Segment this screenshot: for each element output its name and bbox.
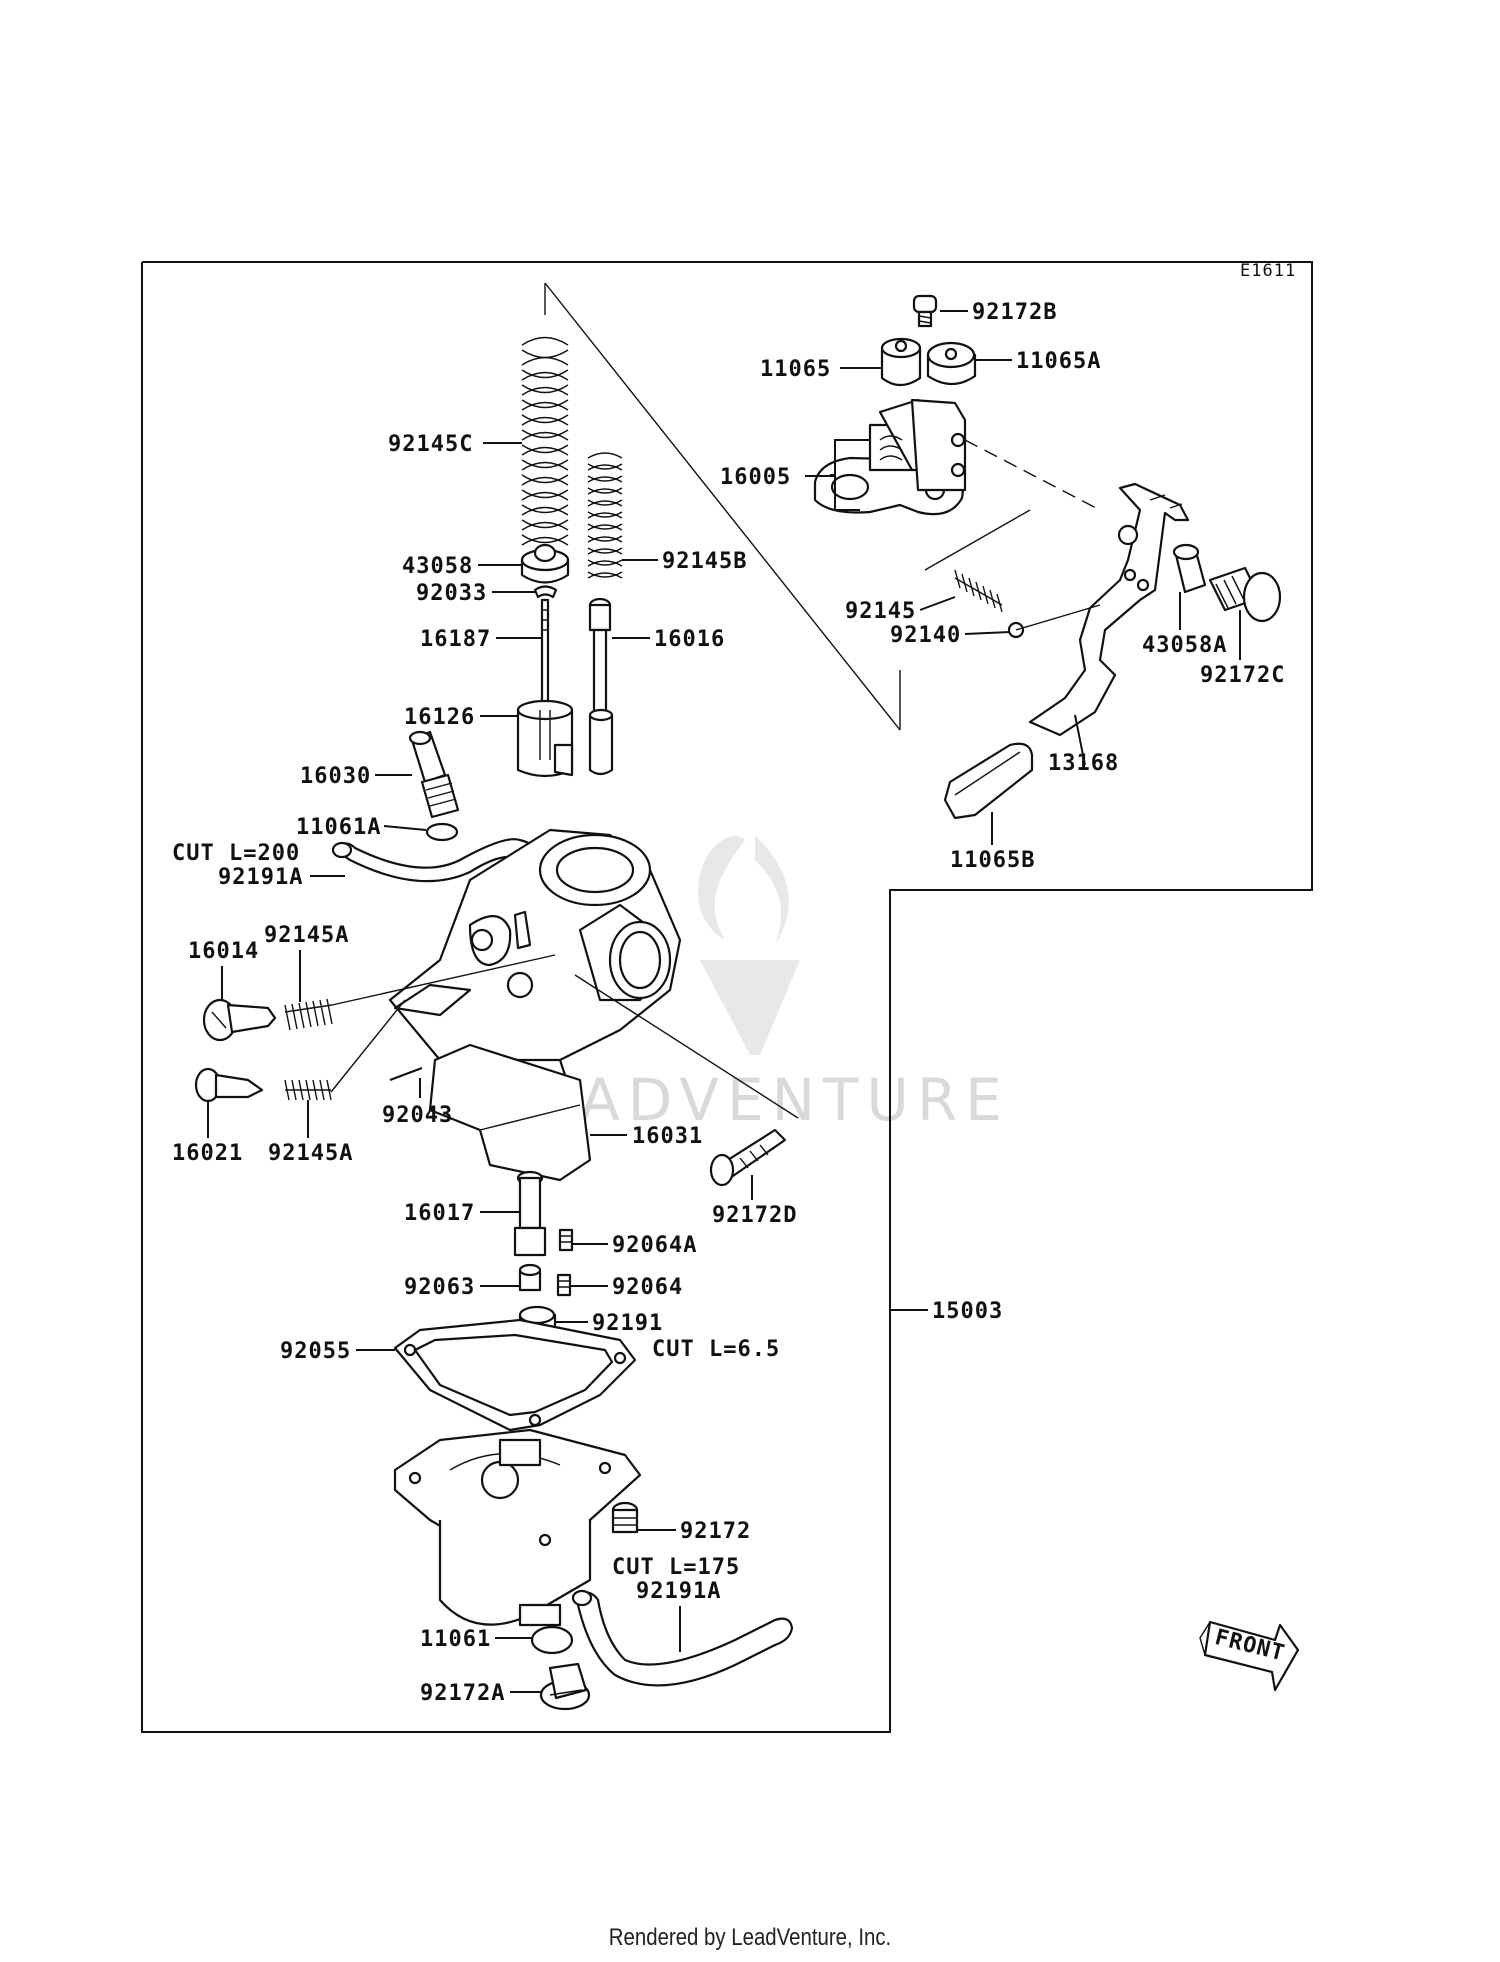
diagram-code: E1611 bbox=[1240, 261, 1296, 281]
label-43058A: 43058A bbox=[1142, 633, 1227, 658]
label-92172A: 92172A bbox=[420, 1681, 505, 1706]
spring-92145A-lower bbox=[284, 1079, 332, 1101]
label-92064A: 92064A bbox=[612, 1233, 697, 1258]
collar-43058A bbox=[1172, 543, 1207, 594]
hose-92191A-bottom bbox=[571, 1589, 794, 1687]
label-92191A-bottom: 92191A bbox=[636, 1579, 721, 1604]
float-chamber-16031 bbox=[428, 1043, 592, 1182]
label-92191: 92191 bbox=[592, 1311, 663, 1336]
label-13168: 13168 bbox=[1048, 751, 1119, 776]
label-16030: 16030 bbox=[300, 764, 371, 789]
label-16014: 16014 bbox=[188, 939, 259, 964]
label-92172: 92172 bbox=[680, 1519, 751, 1544]
label-92172D: 92172D bbox=[712, 1203, 797, 1228]
label-16021: 16021 bbox=[172, 1141, 243, 1166]
label-92145C: 92145C bbox=[388, 432, 473, 457]
screw-92172B bbox=[912, 294, 938, 328]
screw-92172D bbox=[709, 1128, 787, 1187]
label-15003: 15003 bbox=[932, 1299, 1003, 1324]
label-92033: 92033 bbox=[416, 581, 487, 606]
drain-screw-92172A bbox=[539, 1662, 591, 1711]
label-92145: 92145 bbox=[845, 599, 916, 624]
assembly-border bbox=[141, 261, 1313, 1733]
label-11065A: 11065A bbox=[1016, 349, 1101, 374]
label-92145B: 92145B bbox=[662, 549, 747, 574]
label-11061: 11061 bbox=[420, 1627, 491, 1652]
label-92172B: 92172B bbox=[972, 300, 1057, 325]
gasket-92055 bbox=[393, 1318, 637, 1432]
oring-11061 bbox=[530, 1625, 574, 1655]
needle-jet-16017 bbox=[513, 1170, 547, 1257]
separator-line bbox=[544, 282, 901, 731]
throttle-valve-16126 bbox=[516, 699, 574, 778]
label-92055: 92055 bbox=[280, 1339, 351, 1364]
spring-92145C bbox=[521, 336, 569, 546]
bolt-92172C bbox=[1208, 566, 1282, 623]
label-16126: 16126 bbox=[404, 705, 475, 730]
label-11065B: 11065B bbox=[950, 848, 1035, 873]
label-92145A-upper: 92145A bbox=[264, 923, 349, 948]
label-92145A-lower: 92145A bbox=[268, 1141, 353, 1166]
label-92172C: 92172C bbox=[1200, 663, 1285, 688]
spring-92145A-upper bbox=[284, 998, 333, 1031]
jet-92064A bbox=[558, 1228, 574, 1252]
nipple-16030 bbox=[408, 730, 460, 819]
float-bowl bbox=[393, 1428, 642, 1627]
label-92140: 92140 bbox=[890, 623, 961, 648]
throttle-stop-16021 bbox=[194, 1067, 264, 1103]
oring-11061A bbox=[425, 822, 459, 842]
label-92043: 92043 bbox=[382, 1103, 453, 1128]
needle-16187 bbox=[540, 598, 550, 717]
footer-credit: Rendered by LeadVenture, Inc. bbox=[608, 1924, 892, 1951]
label-cut-175: CUT L=175 bbox=[612, 1555, 740, 1580]
label-cut-6-5: CUT L=6.5 bbox=[652, 1337, 780, 1362]
spring-92145B bbox=[587, 452, 623, 579]
label-cut-200: CUT L=200 bbox=[172, 841, 300, 866]
watermark-logo bbox=[697, 835, 800, 1055]
label-92063: 92063 bbox=[404, 1275, 475, 1300]
spring-92145 bbox=[954, 569, 1003, 613]
label-16187: 16187 bbox=[420, 627, 491, 652]
cap-11065 bbox=[880, 337, 922, 387]
label-11065: 11065 bbox=[760, 357, 831, 382]
jet-92064 bbox=[556, 1273, 572, 1297]
label-16016: 16016 bbox=[654, 627, 725, 652]
label-92191A-top: 92191A bbox=[218, 865, 303, 890]
label-43058: 43058 bbox=[402, 554, 473, 579]
label-92064: 92064 bbox=[612, 1275, 683, 1300]
clip-92033 bbox=[533, 585, 558, 599]
cap-11065A bbox=[926, 341, 977, 386]
front-direction-badge: FRONT bbox=[1199, 1620, 1300, 1692]
starter-plunger-16005 bbox=[813, 398, 967, 516]
jet-92063 bbox=[518, 1263, 542, 1292]
lever-13168 bbox=[1028, 482, 1190, 737]
plunger-16016 bbox=[588, 597, 614, 776]
label-16031: 16031 bbox=[632, 1124, 703, 1149]
pin-92043 bbox=[389, 1066, 423, 1082]
lever-cover-11065B bbox=[943, 742, 1034, 820]
spring-seat-43058 bbox=[520, 543, 570, 584]
pilot-screw-16014 bbox=[202, 998, 277, 1042]
label-11061A: 11061A bbox=[296, 815, 381, 840]
label-16017: 16017 bbox=[404, 1201, 475, 1226]
label-16005: 16005 bbox=[720, 465, 791, 490]
screw-92172 bbox=[611, 1501, 639, 1534]
